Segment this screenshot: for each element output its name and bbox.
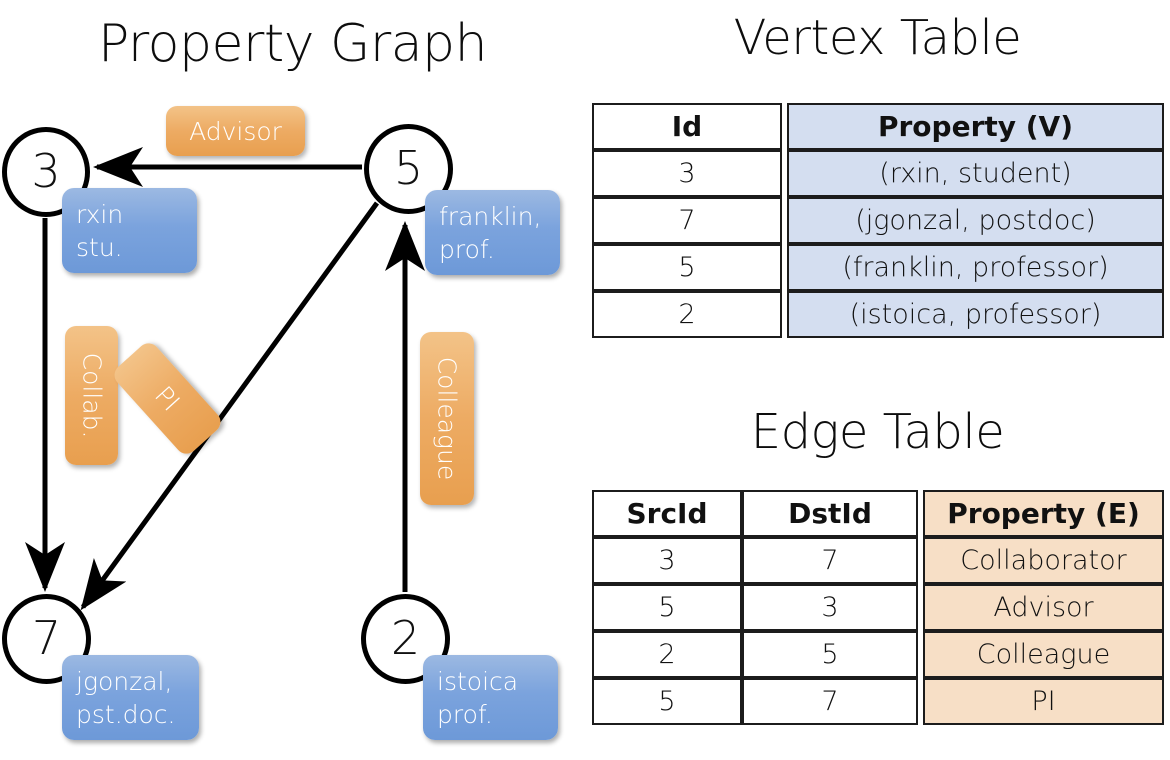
page-title-property-graph: Property Graph [97, 14, 488, 74]
graph-node-3-label: 3 [31, 144, 61, 198]
table-row: 3 (rxin, student) [592, 150, 1164, 197]
edge-cell-property: Collaborator [923, 537, 1164, 584]
graph-node-5-label: 5 [393, 141, 424, 195]
edge-cell-srcid: 2 [592, 631, 742, 678]
table-row: 2 5 Colleague [592, 631, 1164, 678]
vertex-cell-id: 3 [592, 150, 782, 197]
edge-table-header-property: Property (E) [923, 490, 1164, 537]
edge-label-advisor: Advisor [166, 106, 305, 156]
edge-cell-property: PI [923, 678, 1164, 725]
edge-cell-property: Advisor [923, 584, 1164, 631]
vertex-table-header-property: Property (V) [787, 103, 1164, 150]
node-property-box-rxin: rxin stu. [62, 188, 197, 273]
edge-label-collab: Collab. [65, 326, 118, 465]
vertex-cell-property: (jgonzal, postdoc) [787, 197, 1164, 244]
vertex-table-header-row: Id Property (V) [592, 103, 1164, 150]
graph-node-2-label: 2 [390, 611, 421, 665]
edge-table-header-row: SrcId DstId Property (E) [592, 490, 1164, 537]
page-title-vertex-table: Vertex Table [733, 10, 1022, 66]
vertex-cell-id: 7 [592, 197, 782, 244]
table-row: 3 7 Collaborator [592, 537, 1164, 584]
node-property-box-franklin: franklin, prof. [425, 190, 560, 275]
edge-cell-srcid: 5 [592, 584, 742, 631]
edge-cell-property: Colleague [923, 631, 1164, 678]
graph-node-2[interactable]: 2 [361, 594, 450, 684]
edge-cell-dstid: 3 [742, 584, 918, 631]
vertex-cell-id: 5 [592, 244, 782, 291]
vertex-table-header-id: Id [592, 103, 782, 150]
vertex-cell-property: (rxin, student) [787, 150, 1164, 197]
edge-table-header-srcid: SrcId [592, 490, 742, 537]
vertex-cell-property: (istoica, professor) [787, 291, 1164, 338]
graph-node-5[interactable]: 5 [364, 124, 453, 214]
edge-label-advisor-text: Advisor [189, 116, 282, 146]
edge-cell-dstid: 5 [742, 631, 918, 678]
edge-label-pi-text: PI [149, 380, 186, 417]
edge-cell-dstid: 7 [742, 678, 918, 725]
table-row: 7 (jgonzal, postdoc) [592, 197, 1164, 244]
table-row: 2 (istoica, professor) [592, 291, 1164, 338]
edge-table-header-dstid: DstId [742, 490, 918, 537]
node-property-box-jgonzal: jgonzal, pst.doc. [62, 655, 199, 740]
table-row: 5 7 PI [592, 678, 1164, 725]
vertex-cell-property: (franklin, professor) [787, 244, 1164, 291]
table-row: 5 (franklin, professor) [592, 244, 1164, 291]
vertex-cell-id: 2 [592, 291, 782, 338]
graph-edges [25, 147, 425, 611]
table-row: 5 3 Advisor [592, 584, 1164, 631]
edge-cell-srcid: 3 [592, 537, 742, 584]
edge-label-colleague-text: Colleague [432, 356, 462, 481]
node-property-box-istoica: istoica prof. [423, 655, 558, 740]
edge-table: SrcId DstId Property (E) 3 7 Collaborato… [592, 490, 1164, 725]
edge-label-colleague: Colleague [420, 332, 474, 505]
graph-node-7-label: 7 [31, 611, 62, 665]
page-title-edge-table: Edge Table [750, 404, 1005, 460]
vertex-table: Id Property (V) 3 (rxin, student) 7 (jgo… [592, 103, 1164, 338]
edge-label-collab-text: Collab. [77, 352, 106, 439]
edge-cell-srcid: 5 [592, 678, 742, 725]
edge-5-to-7 [80, 201, 380, 611]
edge-cell-dstid: 7 [742, 537, 918, 584]
